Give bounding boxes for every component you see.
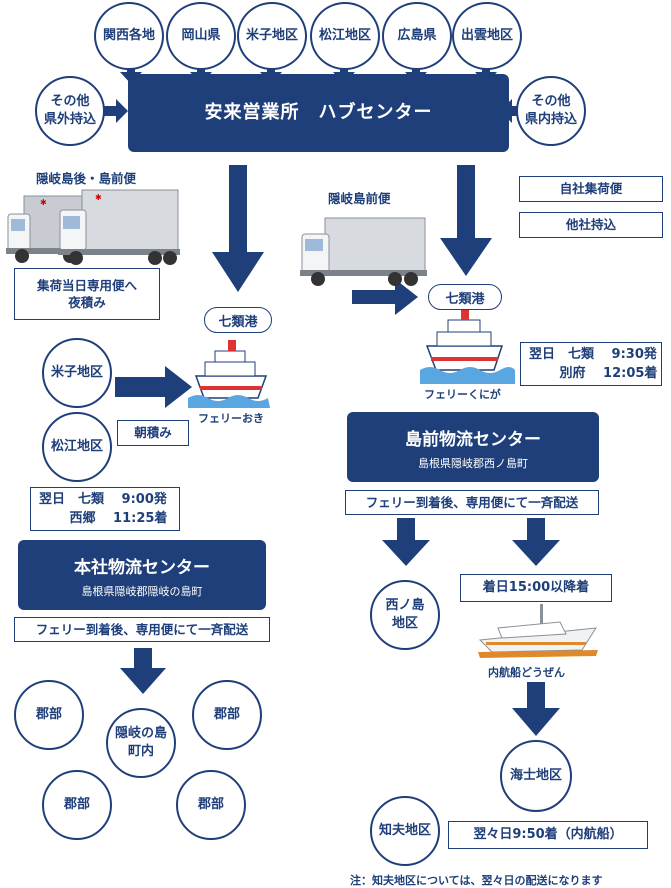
dozen-down-arrow-left — [382, 518, 430, 566]
main-ferry-delivery-note: フェリー到着後、専用便にて一斉配送 — [14, 617, 270, 642]
right-schedule-line1: 翌日 七類 9:30発 — [529, 347, 657, 362]
right-port-label: 七類港 — [428, 284, 502, 310]
hub-center: 安来営業所 ハブセンター — [128, 74, 509, 152]
right-ferry-schedule: 翌日 七類 9:30発 別府 12:05着 — [520, 342, 662, 386]
other-outside-prefecture: その他 県外持込 — [35, 76, 105, 146]
matsue-circle: 松江地区 — [42, 412, 112, 482]
ferry-oki-label: フェリーおき — [198, 412, 264, 425]
ferry-kuniga-image — [420, 309, 515, 384]
ferry-kuniga-label: フェリーくにが — [424, 388, 501, 401]
gunbu-circle-3: 郡部 — [42, 770, 112, 840]
dozen-ferry-delivery-note: フェリー到着後、専用便にて一斉配送 — [345, 490, 599, 515]
left-ferry-schedule: 翌日 七類 9:00発 西郷 11:25着 — [30, 487, 180, 531]
yonago-arrow — [115, 366, 192, 408]
other-company-box: 他社持込 — [519, 212, 663, 238]
svg-text:✱: ✱ — [95, 193, 102, 202]
nishinoshima-circle: 西ノ島 地区 — [370, 580, 440, 650]
right-truck-label: 隠岐島前便 — [328, 191, 391, 206]
region-kansai: 関西各地 — [94, 2, 164, 70]
other-inside-prefecture: その他 県内持込 — [516, 76, 586, 146]
main-logistics-center: 本社物流センター 島根県隠岐郡隠岐の島町 — [18, 540, 266, 610]
left-schedule-line2: 西郷 11:25着 — [39, 510, 168, 526]
inland-boat-label: 内航船どうぜん — [488, 666, 565, 679]
main-center-title: 本社物流センター — [74, 558, 210, 578]
gunbu-circle-4: 郡部 — [176, 770, 246, 840]
region-matsue: 松江地区 — [310, 2, 380, 70]
truck-image — [300, 217, 427, 286]
ama-circle: 海士地区 — [500, 740, 572, 812]
region-hiroshima: 広島県 — [382, 2, 452, 70]
yonago-circle: 米子地区 — [42, 338, 112, 408]
arrival-1500-box: 着日15:00以降着 — [460, 574, 612, 602]
chibu-circle: 知夫地区 — [370, 796, 440, 866]
region-okayama: 岡山県 — [166, 2, 236, 70]
left-truck-label: 隠岐島後・島前便 — [36, 171, 137, 186]
main-center-address: 島根県隠岐郡隠岐の島町 — [81, 585, 203, 598]
arrival-950-box: 翌々日9:50着（内航船） — [448, 821, 648, 849]
svg-text:✱: ✱ — [40, 198, 47, 207]
ferry-oki-image — [188, 340, 270, 408]
truck-pair-image: ✱ ✱ — [6, 189, 180, 265]
inland-boat-image — [478, 604, 598, 658]
gunbu-circle-1: 郡部 — [14, 680, 84, 750]
gunbu-circle-2: 郡部 — [192, 680, 262, 750]
region-izumo: 出雲地区 — [452, 2, 522, 70]
main-center-down-arrow — [120, 648, 166, 694]
left-port-label: 七類港 — [204, 307, 272, 333]
okinoshima-town-circle: 隠岐の島 町内 — [106, 708, 176, 778]
right-schedule-line2: 別府 12:05着 — [529, 365, 658, 381]
hub-down-arrow-left — [212, 165, 264, 292]
right-arrow-to-port — [352, 279, 418, 315]
boat-down-arrow — [512, 682, 560, 736]
own-pickup-box: 自社集荷便 — [519, 176, 663, 202]
left-schedule-line1: 翌日 七類 9:00発 — [39, 492, 167, 507]
morning-load-box: 朝積み — [117, 420, 189, 446]
dozen-down-arrow-right — [512, 518, 560, 566]
dozen-center-address: 島根県隠岐郡西ノ島町 — [418, 457, 528, 470]
night-load-box: 集荷当日専用便へ 夜積み — [14, 268, 160, 320]
dozen-center-title: 島前物流センター — [405, 430, 541, 450]
dozen-logistics-center: 島前物流センター 島根県隠岐郡西ノ島町 — [347, 412, 599, 482]
hub-down-arrow-right — [440, 165, 492, 276]
region-yonago: 米子地区 — [237, 2, 307, 70]
chibu-note: 注：知夫地区については、翌々日の配送になります — [350, 874, 603, 887]
